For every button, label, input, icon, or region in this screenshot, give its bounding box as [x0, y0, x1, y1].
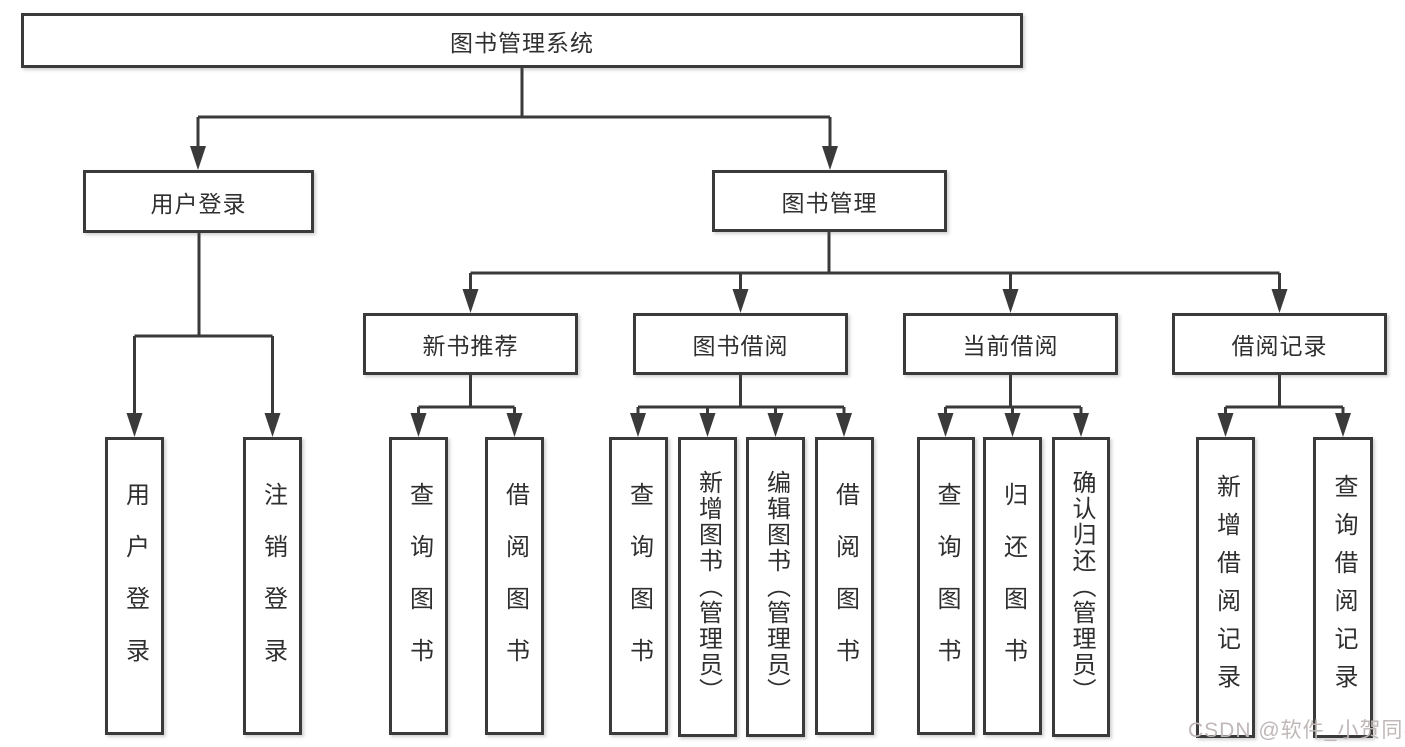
node-label: 当前借阅: [962, 333, 1059, 359]
node-new-book-recommendation: 新书推荐: [363, 313, 578, 375]
leaf-add-books-admin: 新增图书（管理员）: [678, 437, 737, 737]
arrowheads: [126, 146, 1351, 437]
leaf-user-login: 用户登录: [105, 437, 164, 735]
leaf-logout: 注销登录: [243, 437, 302, 735]
node-label: 查询图书: [933, 482, 960, 690]
leaf-confirm-return-admin: 确认归还（管理员）: [1052, 437, 1110, 737]
node-current-borrowing: 当前借阅: [903, 313, 1118, 375]
node-label: 借阅记录: [1231, 333, 1328, 359]
node-label: 查询图书: [405, 482, 433, 690]
node-label: 新增借阅记录: [1212, 473, 1240, 702]
node-label: 编辑图书（管理员）: [762, 470, 790, 704]
leaf-add-borrow-record: 新增借阅记录: [1196, 437, 1255, 738]
node-label: 注销登录: [259, 482, 287, 690]
leaf-borrow-books: 借阅图书: [815, 437, 874, 735]
leaf-query-books-recommend: 查询图书: [389, 437, 448, 735]
node-label: 确认归还（管理员）: [1068, 470, 1095, 704]
node-book-management: 图书管理: [712, 170, 947, 232]
node-borrowing-records: 借阅记录: [1172, 313, 1387, 375]
node-user-login: 用户登录: [83, 170, 314, 233]
node-label: 图书借阅: [692, 333, 789, 359]
node-label: 用户登录: [150, 190, 247, 217]
node-library-management-system: 图书管理系统: [21, 13, 1023, 68]
node-label: 图书管理系统: [450, 29, 594, 56]
node-label: 新增图书（管理员）: [694, 470, 722, 704]
node-label: 归还图书: [999, 482, 1027, 690]
leaf-edit-books-admin: 编辑图书（管理员）: [746, 437, 805, 737]
node-label: 用户登录: [121, 482, 149, 690]
leaf-query-books-current: 查询图书: [917, 437, 975, 735]
node-label: 借阅图书: [501, 482, 529, 690]
node-label: 查询图书: [625, 482, 653, 690]
node-label: 查询借阅记录: [1330, 473, 1357, 702]
node-label: 图书管理: [781, 190, 878, 216]
leaf-return-books: 归还图书: [983, 437, 1042, 735]
csdn-watermark: CSDN @软件_小贺同学: [1188, 719, 1405, 742]
leaf-borrow-books-recommend: 借阅图书: [485, 437, 544, 735]
node-label: 借阅图书: [831, 482, 859, 690]
node-label: 新书推荐: [422, 333, 519, 359]
leaf-query-books-borrow: 查询图书: [609, 437, 668, 735]
leaf-query-borrow-record: 查询借阅记录: [1313, 437, 1373, 738]
node-book-borrowing: 图书借阅: [633, 313, 848, 375]
